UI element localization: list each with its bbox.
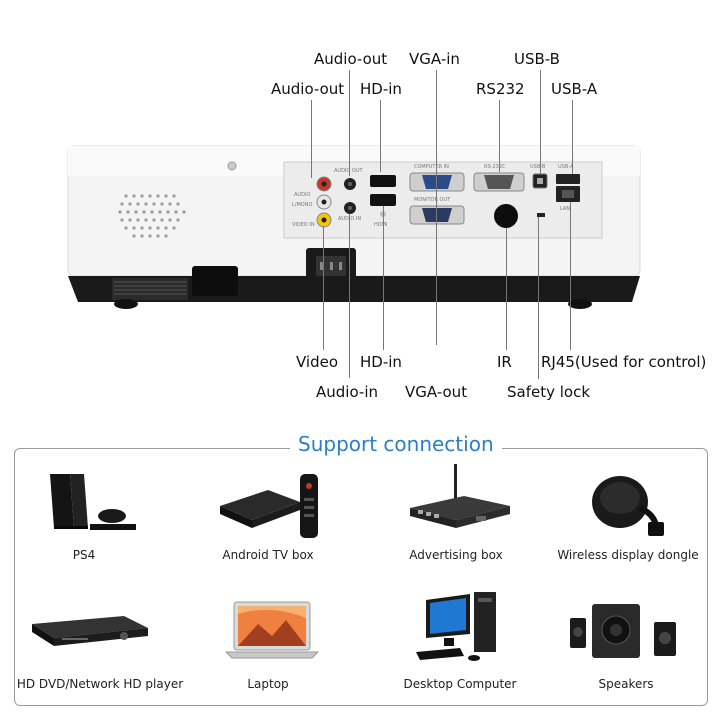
device-label-speakers: Speakers	[598, 677, 654, 691]
rs232-port	[484, 175, 514, 189]
panel-text-video-in: VIDEO IN	[292, 222, 315, 228]
panel-text-lan: LAN	[560, 206, 571, 212]
tv-box-icon	[220, 474, 318, 538]
leader-rj45	[570, 202, 571, 350]
ir-receiver	[494, 204, 518, 228]
device-label-desktop-computer: Desktop Computer	[403, 677, 517, 691]
speakers-icon	[570, 604, 676, 658]
label-usb-b: USB-B	[514, 50, 560, 68]
device-label-laptop: Laptop	[247, 677, 289, 691]
safety-lock-slot	[537, 213, 545, 217]
label-hd-in-bottom: HD-in	[360, 353, 402, 371]
label-safety-lock: Safety lock	[507, 383, 591, 401]
leader-ir	[506, 228, 507, 350]
leader-audio-out-a	[349, 70, 350, 176]
label-hd-in-top: HD-in	[360, 80, 402, 98]
support-connection-title: Support connection	[290, 432, 502, 456]
leader-audio-in	[349, 214, 350, 378]
panel-text-audio: AUDIO	[294, 192, 311, 198]
vga-out-port	[422, 208, 452, 222]
dongle-icon	[592, 476, 664, 536]
projector-rear-view	[67, 145, 641, 309]
game-console-icon	[50, 474, 136, 530]
label-vga-out: VGA-out	[405, 383, 468, 401]
panel-text-usb-a: USB-A	[558, 164, 574, 170]
leader-audio-out-b	[311, 100, 312, 178]
leader-usb-a	[572, 100, 573, 174]
usb-a-port	[556, 174, 580, 184]
leader-video	[323, 226, 324, 350]
hdmi-port-1	[370, 175, 396, 187]
hdmi-port-2	[370, 194, 396, 206]
label-audio-out-a: Audio-out	[314, 50, 388, 68]
leader-rs232	[499, 100, 500, 172]
label-vga-in: VGA-in	[409, 50, 460, 68]
panel-text-usb-b: USB-B	[530, 164, 546, 170]
leader-vga-in	[436, 70, 437, 345]
panel-text-l-mono: L/MONO	[292, 202, 313, 208]
panel-text-hdmi: HDMI	[374, 222, 388, 228]
speaker-grille	[118, 194, 186, 238]
media-box-icon	[410, 464, 510, 528]
leader-usb-b	[540, 70, 541, 174]
device-label-android-tv-box: Android TV box	[222, 548, 314, 562]
device-label-dvd-player: HD DVD/Network HD player	[16, 677, 184, 691]
panel-text-audio-out: AUDIO OUT	[334, 168, 363, 174]
device-label-advertising-box: Advertising box	[409, 548, 503, 562]
label-usb-a: USB-A	[551, 80, 598, 98]
leader-hd-in-top	[380, 100, 381, 172]
label-video: Video	[296, 353, 339, 371]
label-audio-in: Audio-in	[316, 383, 378, 401]
label-ir: IR	[497, 353, 512, 371]
desktop-computer-icon	[416, 592, 496, 661]
panel-text-computer-in: COMPUTER IN	[414, 164, 449, 170]
panel-text-rs232c: RS-232C	[484, 164, 506, 170]
device-label-wireless-dongle: Wireless display dongle	[557, 548, 699, 562]
leader-hd-in-bottom	[383, 206, 384, 350]
label-audio-out-b: Audio-out	[271, 80, 345, 98]
dvd-player-icon	[32, 616, 148, 646]
vga-in-port	[422, 175, 452, 189]
leader-safety-lock	[538, 217, 539, 379]
panel-text-monitor-out: MONITOR OUT	[414, 197, 451, 203]
label-rs232: RS232	[476, 80, 525, 98]
label-rj45: RJ45(Used for control)	[541, 353, 707, 371]
laptop-icon	[224, 601, 320, 659]
device-label-ps4: PS4	[72, 548, 96, 562]
